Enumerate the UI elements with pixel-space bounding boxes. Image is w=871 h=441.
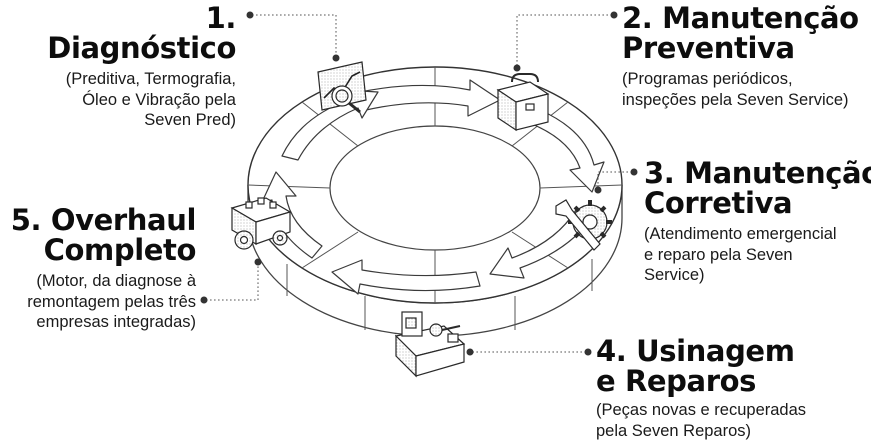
step-description-line: (Peças novas e recuperadas: [596, 400, 864, 421]
step-title-line: e Reparos: [596, 366, 864, 396]
step-description: (Peças novas e recuperadas pela Seven Re…: [596, 400, 864, 441]
step-title: 4. Usinagem e Reparos: [596, 336, 864, 396]
step-number: 4.: [596, 334, 626, 368]
step-description-line: Óleo e Vibração pela: [10, 90, 236, 111]
step-number: 5.: [11, 203, 41, 237]
step-description-line: Seven Pred): [10, 110, 236, 131]
step-title: 2. Manutenção Preventiva: [622, 3, 867, 63]
step-number: 3.: [644, 156, 674, 190]
step-description-line: (Programas periódicos,: [622, 69, 867, 90]
step-title: 5. Overhaul Completo: [2, 205, 196, 265]
step-description-line: (Atendimento emergencial: [644, 224, 868, 245]
step-description: (Preditiva, Termografia, Óleo e Vibração…: [10, 69, 236, 131]
step-title-line: Corretiva: [644, 188, 868, 218]
step-description-line: remontagem pelas três: [2, 292, 196, 313]
step-description-line: empresas integradas): [2, 312, 196, 333]
step-number: 1.: [206, 1, 236, 35]
step-usinagem-reparos: 4. Usinagem e Reparos (Peças novas e rec…: [596, 336, 864, 441]
step-overhaul-completo: 5. Overhaul Completo (Motor, da diagnose…: [2, 205, 196, 333]
step-title-line: Completo: [2, 235, 196, 265]
step-manutencao-preventiva: 2. Manutenção Preventiva (Programas peri…: [622, 3, 867, 110]
step-description-line: e reparo pela Seven: [644, 245, 868, 266]
step-description-line: (Motor, da diagnose à: [2, 271, 196, 292]
step-description-line: (Preditiva, Termografia,: [10, 69, 236, 90]
step-title-line: Diagnóstico: [47, 31, 236, 65]
step-title: 1. Diagnóstico: [10, 3, 236, 63]
step-title-line: Manutenção: [684, 156, 871, 190]
step-title: 3. Manutenção Corretiva: [644, 158, 868, 218]
step-number: 2.: [622, 1, 652, 35]
step-title-line: Usinagem: [636, 334, 794, 368]
step-diagnostico: 1. Diagnóstico (Preditiva, Termografia, …: [10, 3, 236, 131]
step-description-line: inspeções pela Seven Service): [622, 90, 867, 111]
step-description: (Motor, da diagnose à remontagem pelas t…: [2, 271, 196, 333]
step-title-line: Manutenção: [662, 1, 859, 35]
step-title-line: Preventiva: [622, 33, 867, 63]
step-title-line: Overhaul: [51, 203, 196, 237]
step-description: (Programas periódicos, inspeções pela Se…: [622, 69, 867, 110]
step-description: (Atendimento emergencial e reparo pela S…: [644, 224, 868, 286]
step-manutencao-corretiva: 3. Manutenção Corretiva (Atendimento eme…: [644, 158, 868, 286]
step-description-line: pela Seven Reparos): [596, 421, 864, 441]
step-description-line: Service): [644, 265, 868, 286]
